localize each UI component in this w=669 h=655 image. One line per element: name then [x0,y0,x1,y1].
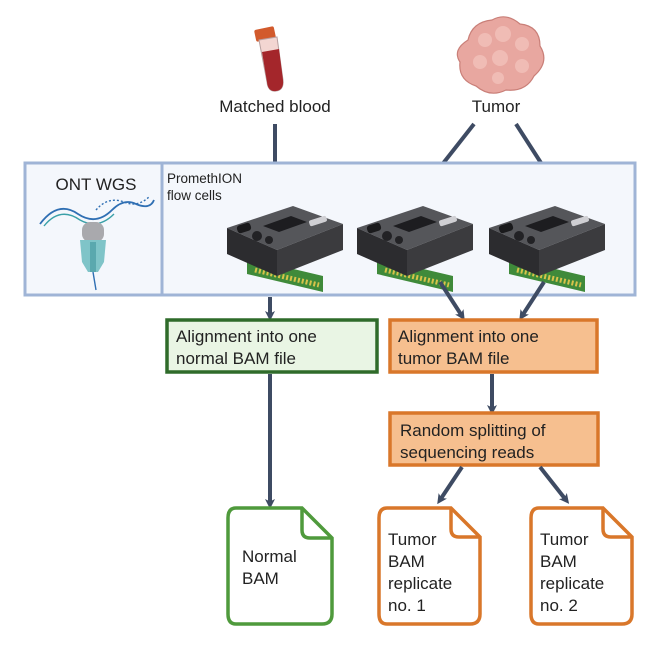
blood-label: Matched blood [219,97,331,116]
normal-alignment-box: Alignment into one normal BAM file [165,318,379,374]
rep2-line4: no. 2 [540,596,578,615]
arrow-split-to-rep2 [538,465,570,504]
tumor-icon [456,16,545,94]
tumor-alignment-box: Alignment into one tumor BAM file [388,318,599,374]
normal-bam-line2: BAM [242,569,279,588]
split-line2: sequencing reads [400,443,534,462]
random-split-box: Random splitting of sequencing reads [388,411,600,467]
rep2-line1: Tumor [540,530,589,549]
normal-align-line2: normal BAM file [176,349,296,368]
ont-wgs-label: ONT WGS [56,175,137,194]
tumor-align-line1: Alignment into one [398,327,539,346]
rep1-line3: replicate [388,574,452,593]
normal-bam-document-icon: Normal BAM [226,506,334,626]
nanopore-dna-icon [39,195,155,291]
rep2-line3: replicate [540,574,604,593]
tumor-align-line2: tumor BAM file [398,349,509,368]
rep2-line2: BAM [540,552,577,571]
rep1-line1: Tumor [388,530,437,549]
split-line1: Random splitting of [400,421,546,440]
flowcell-label-line1: PromethION [167,171,242,186]
tumor-replicate-1-document-icon: Tumor BAM replicate no. 1 [377,506,482,626]
arrow-split-to-rep1 [437,465,464,505]
rep1-line2: BAM [388,552,425,571]
normal-bam-line1: Normal [242,547,297,566]
flowcell-label-line2: flow cells [167,188,222,203]
normal-align-line1: Alignment into one [176,327,317,346]
arrow-flowcell2-to-tumor-align [438,280,465,321]
tumor-label: Tumor [472,97,521,116]
rep1-line4: no. 1 [388,596,426,615]
blood-tube-icon [254,26,284,92]
tumor-replicate-2-document-icon: Tumor BAM replicate no. 2 [529,506,634,626]
arrow-flowcell3-to-tumor-align [519,280,546,321]
